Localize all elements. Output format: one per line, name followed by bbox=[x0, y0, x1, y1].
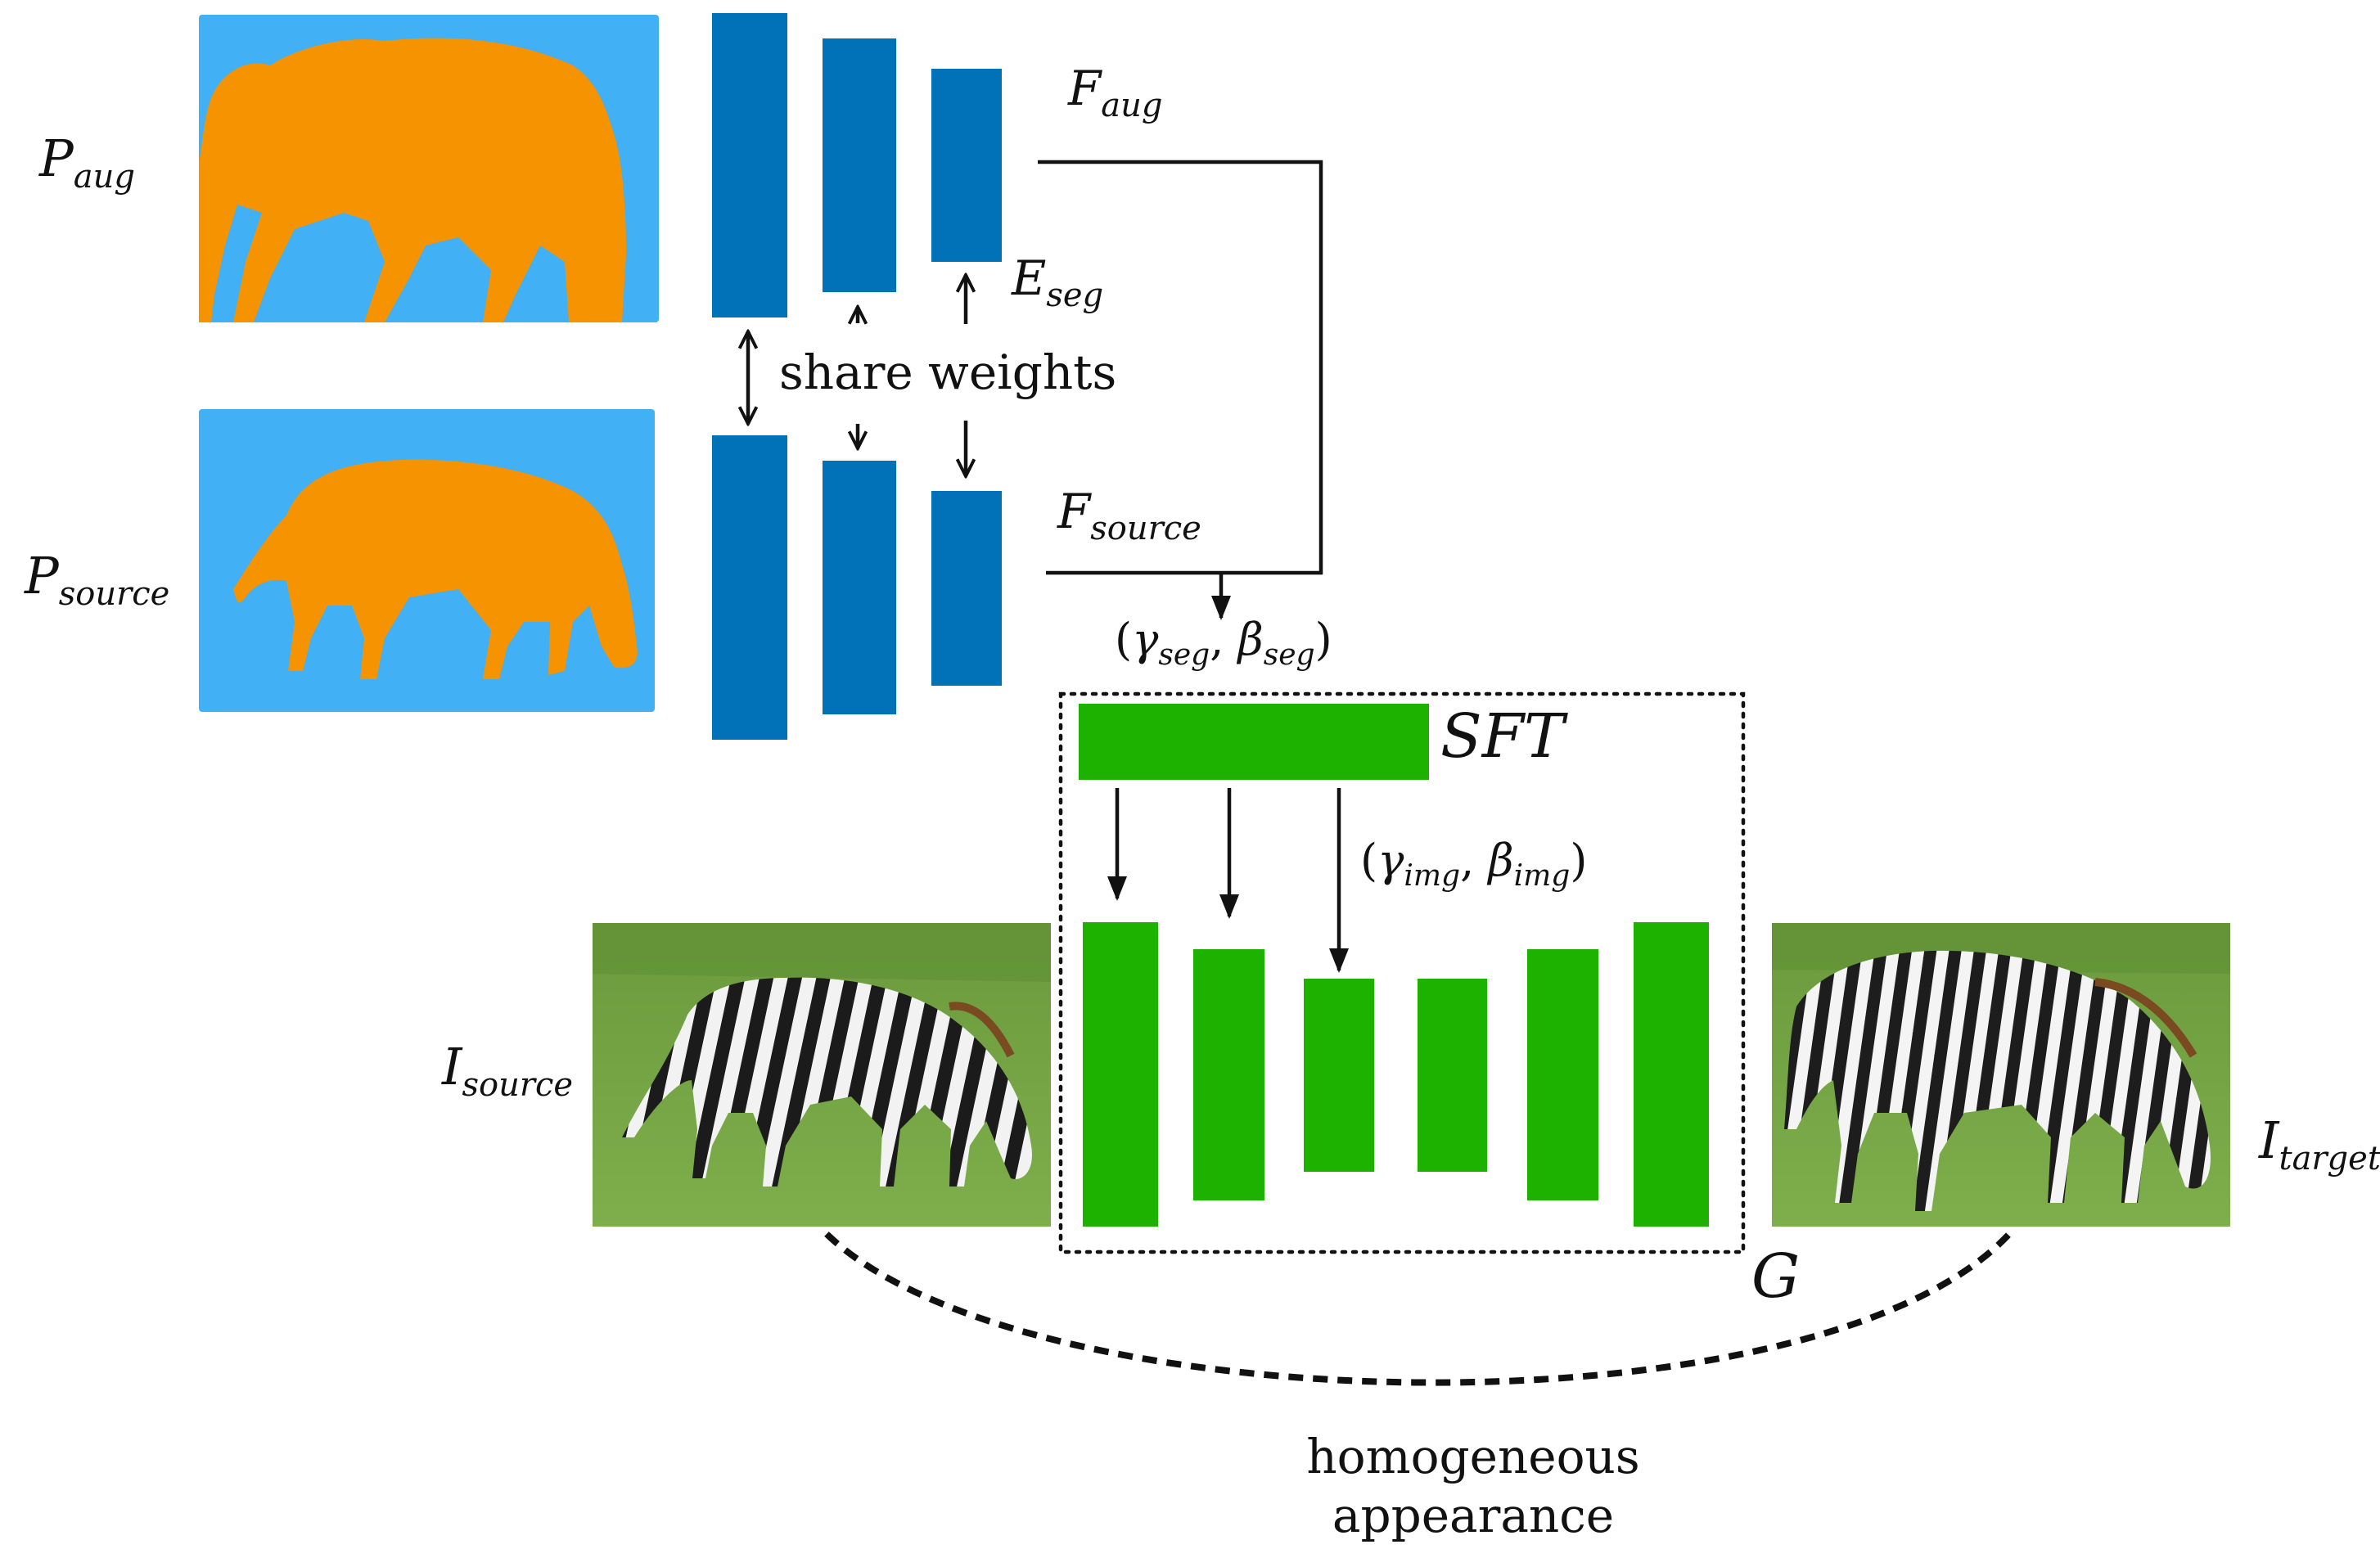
p-aug-mask-image bbox=[199, 15, 659, 323]
i-source-label: Isource bbox=[441, 1037, 573, 1104]
gamma-beta-seg-label: (γseg, βseg) bbox=[1115, 614, 1332, 672]
generator-block-6 bbox=[1634, 922, 1709, 1227]
share-weights-arrows bbox=[748, 275, 966, 476]
generator-block-1 bbox=[1083, 922, 1158, 1227]
generator-blocks bbox=[1083, 922, 1709, 1227]
encoder-top-block-3 bbox=[931, 69, 1002, 262]
encoder-top-block-1 bbox=[712, 13, 787, 317]
sft-block bbox=[1079, 704, 1429, 780]
p-aug-label: Paug bbox=[38, 128, 135, 196]
g-label: G bbox=[1751, 1241, 1800, 1312]
generator-box bbox=[1058, 691, 1746, 1254]
p-source-label: Psource bbox=[24, 546, 169, 613]
sft-label: SFT bbox=[1440, 701, 1568, 772]
p-source-mask-image bbox=[199, 409, 655, 712]
sft-arrows bbox=[1107, 788, 1349, 973]
f-aug-connector bbox=[1038, 160, 1323, 575]
encoder-bottom-block-1 bbox=[712, 435, 787, 740]
i-target-label: Itarget bbox=[2258, 1110, 2380, 1178]
f-aug-label: Faug bbox=[1067, 61, 1162, 124]
gamma-beta-img-label: (γimg, βimg) bbox=[1360, 835, 1587, 893]
i-target-photo bbox=[1772, 923, 2230, 1227]
f-source-label: Fsource bbox=[1057, 484, 1201, 547]
e-seg-label: Eseg bbox=[1011, 250, 1103, 314]
homogeneous-appearance-curve bbox=[824, 1232, 2012, 1386]
generator-block-2 bbox=[1193, 949, 1264, 1200]
encoder-top bbox=[712, 13, 1002, 317]
encoder-top-block-2 bbox=[823, 38, 896, 292]
homogeneous-label-line2: appearance bbox=[1332, 1488, 1614, 1543]
generator-block-3 bbox=[1304, 979, 1374, 1172]
encoder-bottom-block-3 bbox=[931, 491, 1002, 686]
generator-block-5 bbox=[1527, 949, 1598, 1200]
encoder-bottom bbox=[712, 435, 1002, 740]
generator-block-4 bbox=[1418, 979, 1487, 1172]
i-source-photo bbox=[593, 923, 1051, 1227]
homogeneous-label-line1: homogeneous bbox=[1306, 1429, 1639, 1484]
share-weights-label: share weights bbox=[779, 344, 1116, 400]
encoder-bottom-block-2 bbox=[823, 461, 896, 714]
